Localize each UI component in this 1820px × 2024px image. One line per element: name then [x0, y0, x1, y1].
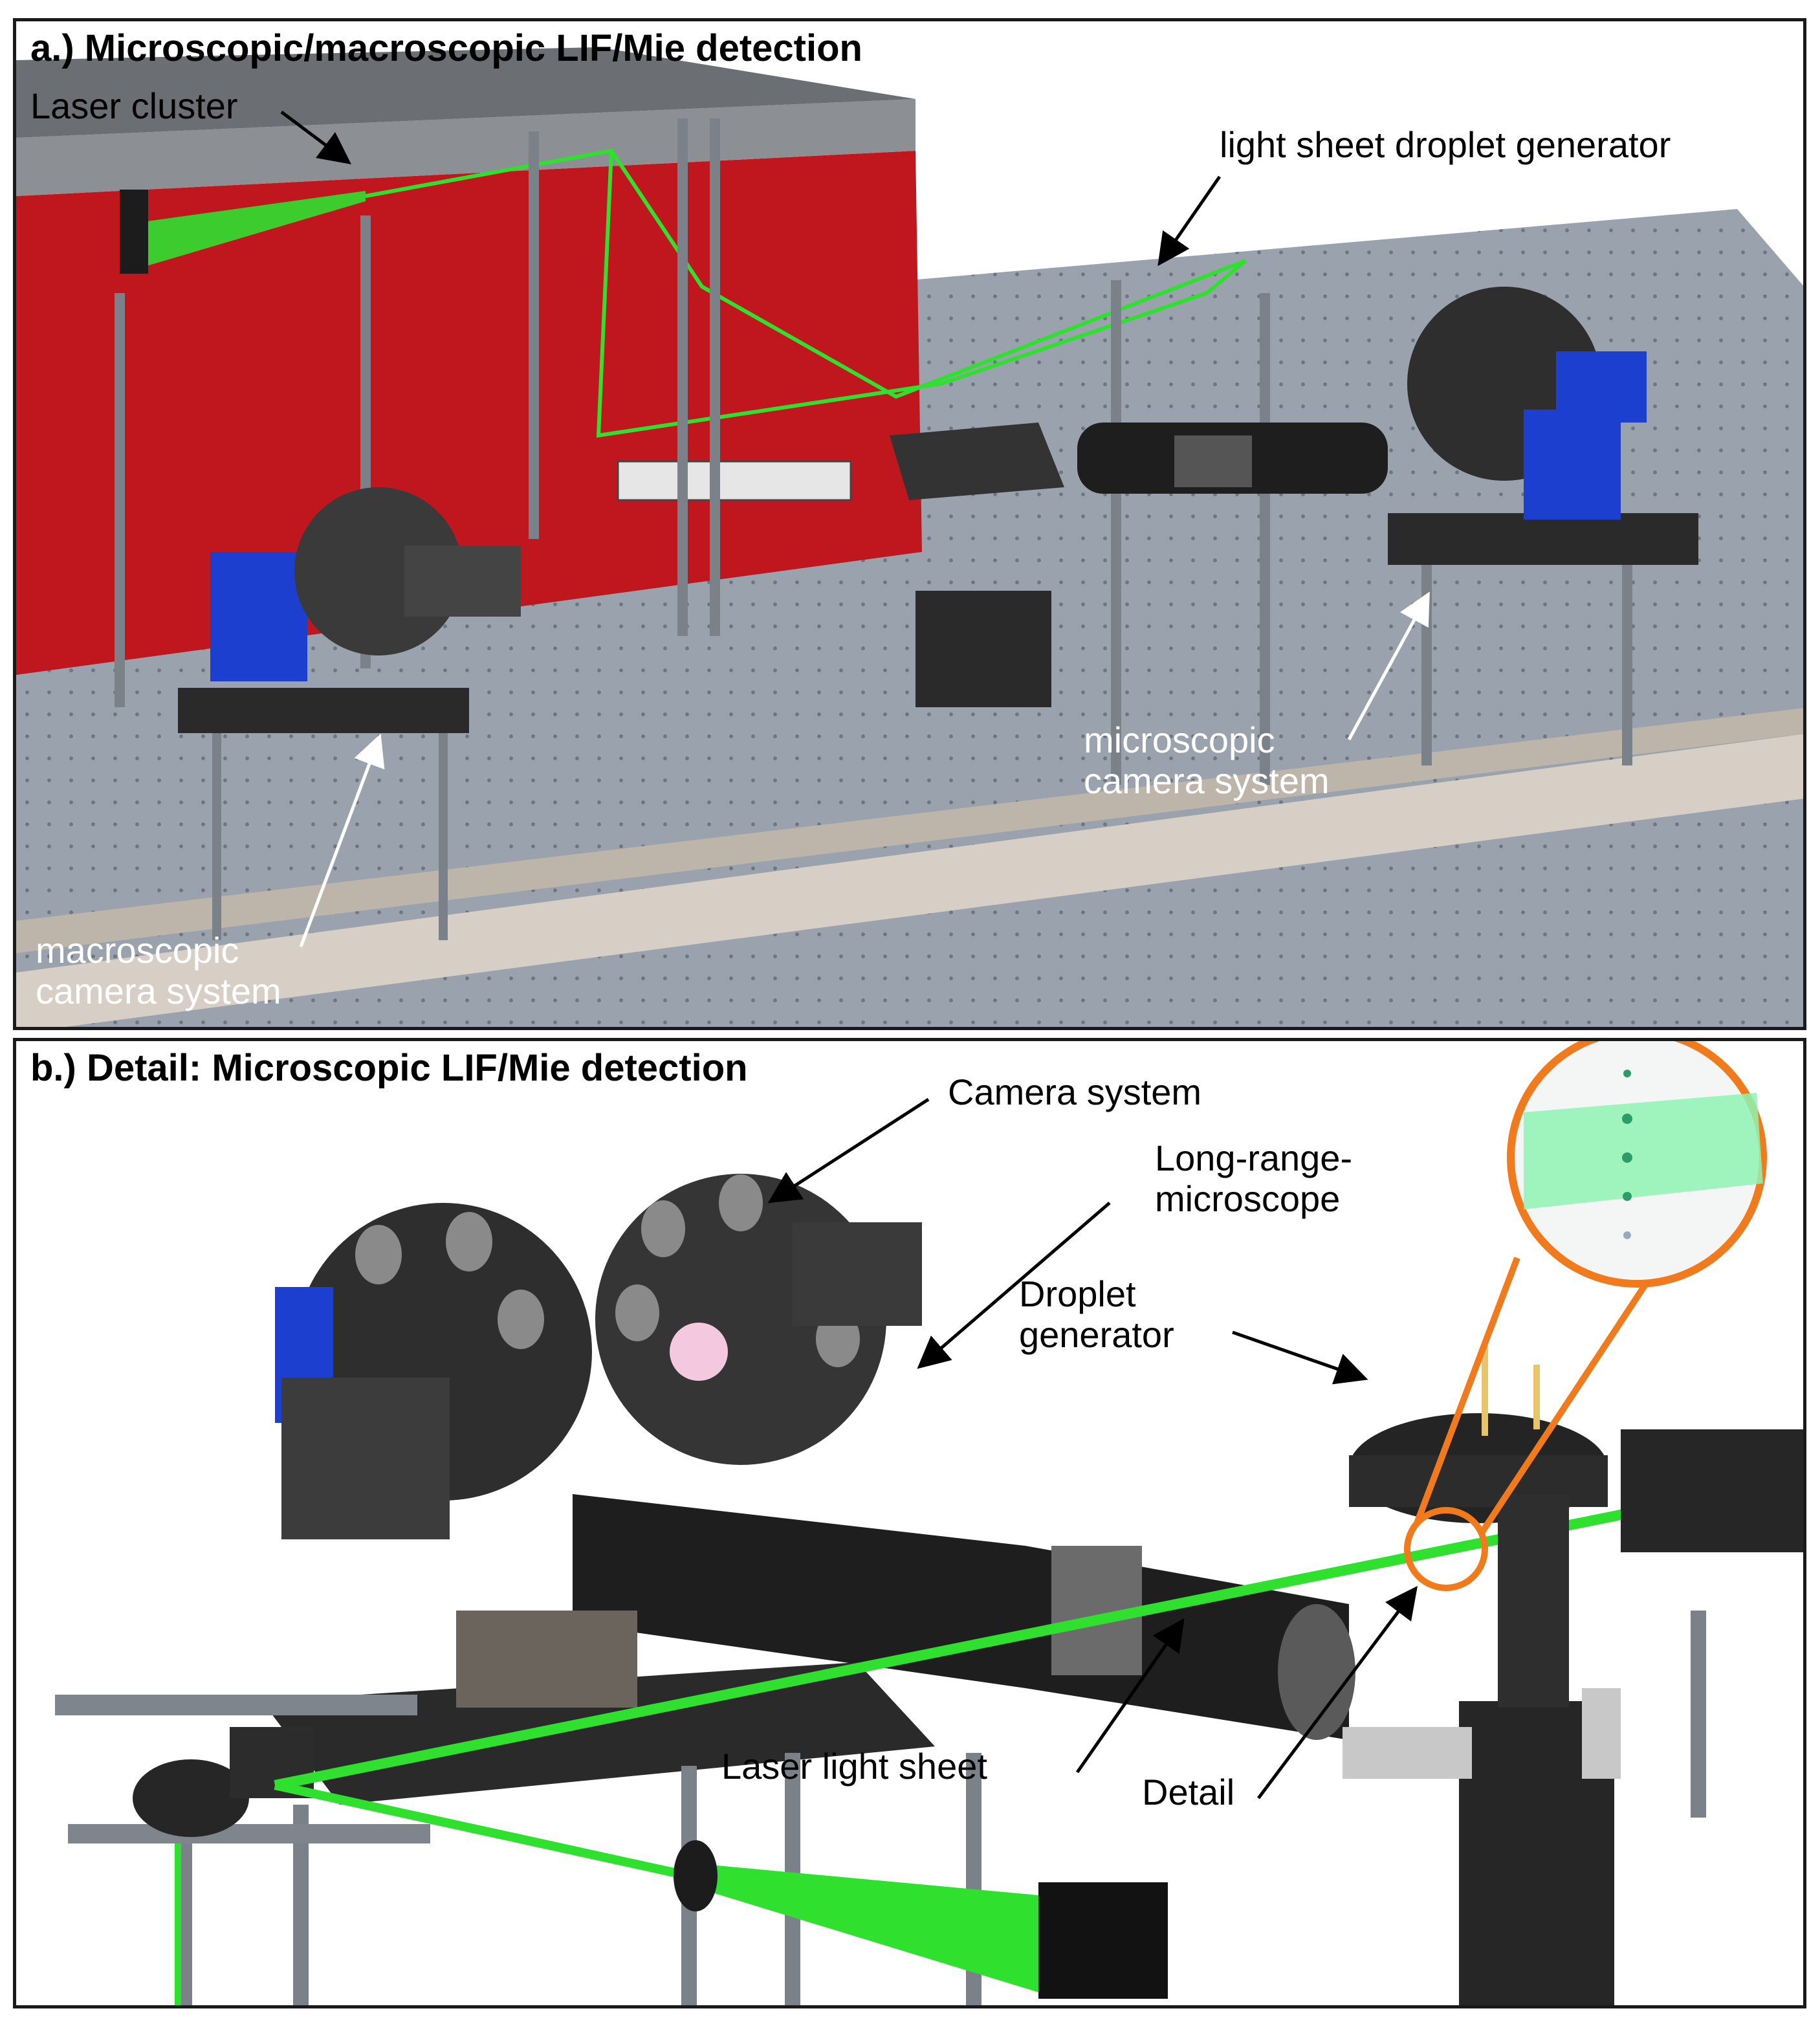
- long-range-microscope-label: Long-range- microscope: [1155, 1138, 1353, 1219]
- panel-b: b.) Detail: Microscopic LIF/Mie detectio…: [13, 1038, 1806, 2008]
- droplet-generator-label: Droplet generator: [1019, 1273, 1174, 1355]
- stepper-motor: [281, 1378, 450, 1539]
- arrow-icon: [299, 733, 385, 947]
- detail-droplets: [1622, 1070, 1632, 1239]
- panel-a: a.) Microscopic/macroscopic LIF/Mie dete…: [13, 18, 1806, 1030]
- laser-cluster-label: Laser cluster: [30, 85, 238, 126]
- microscopic-camera-system-label: microscopic camera system: [1084, 720, 1330, 801]
- rail-front: [16, 734, 1803, 1027]
- detail-source-circle: [1404, 1507, 1488, 1591]
- arrow-icon: [917, 1202, 1111, 1369]
- beam-dump-b: [1038, 1882, 1168, 1999]
- arrow-icon: [1257, 1586, 1418, 1799]
- microscopic-camera-system-model: [1388, 287, 1698, 565]
- center-optics-model: [890, 423, 1388, 707]
- macroscopic-camera-system-model: [178, 487, 521, 940]
- laser-light-sheet-beam: [274, 1502, 1661, 1790]
- arrow-icon: [280, 111, 351, 164]
- cylindrical-lens: [674, 1840, 718, 1911]
- laser-cone-b: [689, 1863, 1038, 1992]
- arrow-icon: [1232, 1330, 1368, 1385]
- long-range-microscope-body: [573, 1494, 1349, 1740]
- arrow-icon: [1347, 591, 1430, 741]
- camera-system-label: Camera system: [948, 1072, 1202, 1112]
- stepper-motor-right: [793, 1222, 922, 1326]
- laser-light-sheet-label: Laser light sheet: [721, 1746, 987, 1787]
- light-sheet-droplet-generator-label: light sheet droplet generator: [1220, 124, 1671, 165]
- arrow-icon: [1157, 175, 1222, 267]
- laser-cluster-housing: [16, 151, 922, 675]
- laser-cluster-top: [16, 47, 915, 138]
- arrow-icon: [767, 1097, 930, 1204]
- arrow-icon: [1075, 1618, 1185, 1774]
- camera-stage: [262, 1662, 935, 1805]
- panel-b-title: b.) Detail: Microscopic LIF/Mie detectio…: [30, 1047, 748, 1089]
- microscope-lens: [1278, 1604, 1355, 1740]
- droplet-generator-model: [1343, 1345, 1803, 2005]
- filter-pink: [670, 1323, 728, 1381]
- laser-beam-lower: [274, 1781, 690, 1880]
- laser-cone-a: [142, 191, 366, 267]
- panel-a-scene: [16, 21, 1803, 1027]
- panel-b-scene: [55, 1041, 1803, 2005]
- detail-label: Detail: [1142, 1772, 1235, 1812]
- translation-stage: [456, 1611, 637, 1708]
- rail-back: [16, 708, 1803, 953]
- beam-dump-a: [120, 190, 148, 274]
- macroscopic-camera-system-label: macroscopic camera system: [36, 930, 281, 1011]
- mirror-mounts: [55, 1695, 430, 1843]
- detail-light-sheet: [1524, 1093, 1763, 1209]
- panel-a-title: a.) Microscopic/macroscopic LIF/Mie dete…: [30, 27, 862, 69]
